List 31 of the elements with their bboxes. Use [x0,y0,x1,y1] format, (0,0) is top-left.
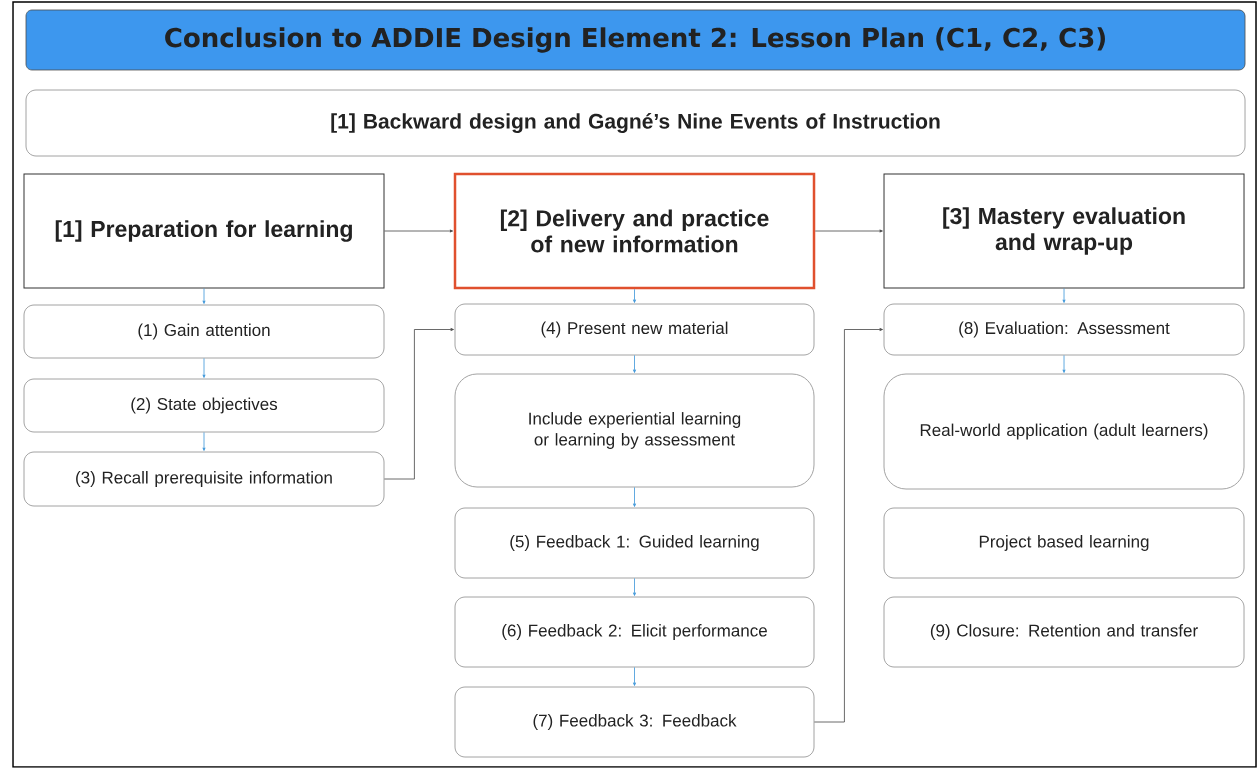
stage-box: [1] Preparation for learning [23,173,385,289]
step-box: (2) State objectives [23,378,385,433]
step-box: Real-world application (adult learners) [883,373,1245,490]
step-box: Project based learning [883,507,1245,579]
step-box: Include experiential learning or learning by assessment [454,373,815,488]
step-box: (7) Feedback 3: Feedback [454,686,815,758]
arrow [1062,355,1066,373]
arrow [633,288,636,303]
arrow [633,578,636,596]
step-box: (9) Closure: Retention and transfer [883,596,1245,668]
step-box: (5) Feedback 1: Guided learning [454,507,815,579]
elbow-arrow [814,328,883,723]
arrow [633,487,636,507]
stage-box: [2] Delivery and practice of new information [453,172,816,290]
step-box: (6) Feedback 2: Elicit performance [454,596,815,668]
title-banner: Conclusion to ADDIE Design Element 2: Lesson Plan (C1, C2, C3) [25,9,1246,71]
arrow [202,288,206,304]
step-box: (3) Recall prerequisite information [23,451,385,507]
elbow-arrow [384,328,454,480]
arrow [202,432,206,451]
banner-box: [1] Backward design and Gagné’s Nine Events of Instruction [25,89,1246,157]
arrow [814,229,883,233]
arrow [633,355,636,373]
arrow [1062,288,1066,303]
arrow [633,667,636,686]
step-box: (4) Present new material [454,303,815,356]
step-box: (8) Evaluation: Assessment [883,303,1245,356]
stage-box: [3] Mastery evaluation and wrap-up [883,173,1245,289]
arrow [202,358,206,378]
arrow [384,229,454,233]
step-box: (1) Gain attention [23,304,385,359]
